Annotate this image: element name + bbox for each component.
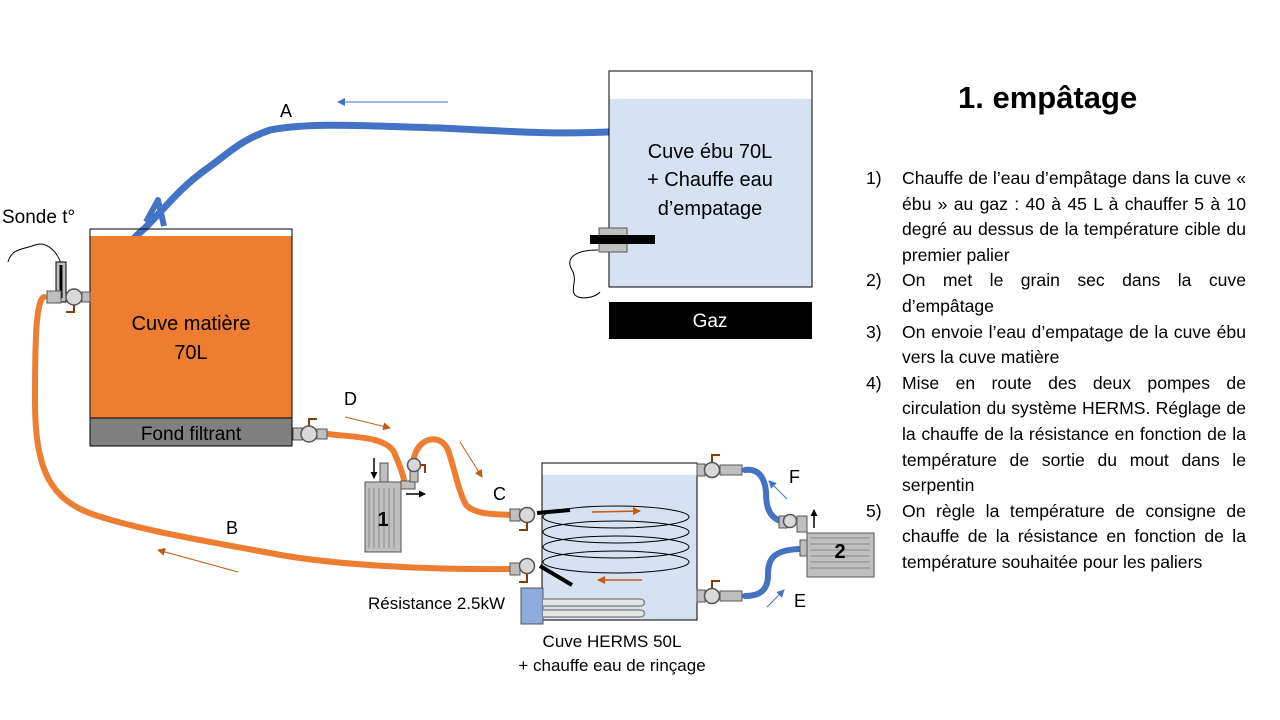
- coil-outlet-lead: [538, 564, 574, 587]
- pipe-a-transfer: [109, 121, 632, 297]
- boil-kettle-label-2: + Chauffe eau: [647, 169, 773, 191]
- step-number: 5): [866, 500, 882, 521]
- pump-2-label: 2: [834, 541, 845, 563]
- herms-label-2: + chauffe eau de rinçage: [518, 656, 705, 675]
- step-number: 1): [866, 168, 882, 188]
- probe-label: Sonde t°: [2, 207, 75, 228]
- kettle-thermometer-probe: [590, 235, 655, 244]
- valve-pump1-out[interactable]: [406, 457, 426, 483]
- pipe-b-return: [31, 294, 515, 573]
- pipe-label-d: D: [344, 389, 357, 409]
- valve-herms-coil-in[interactable]: [509, 506, 536, 531]
- pipe-c-inlet: [411, 436, 516, 518]
- mash-tun-contents: [90, 236, 292, 418]
- step-text: Chauffe de l’eau d’empâtage dans la cuve…: [902, 168, 1246, 265]
- boil-kettle-label-1: Cuve ébu 70L: [648, 141, 773, 163]
- heater-label: Résistance 2.5kW: [368, 594, 505, 613]
- step-text: On met le grain sec dans la cuve d’empât…: [902, 270, 1246, 316]
- pipe-e-herms-in: [742, 546, 803, 599]
- flow-arrow-d: [344, 416, 391, 431]
- probe-cable: [7, 243, 63, 269]
- valve-herms-coil-out[interactable]: [509, 557, 536, 583]
- gas-label: Gaz: [693, 311, 728, 332]
- step-list: 1) Chauffe de l’eau d’empâtage dans la cu…: [866, 166, 1246, 576]
- pump-1-label: 1: [377, 509, 388, 531]
- kettle-thermometer-cable: [569, 249, 601, 299]
- step-number: 4): [866, 372, 882, 393]
- pump-1[interactable]: [364, 462, 416, 553]
- step-item: 2) On met le grain sec dans la cuve d’emp…: [866, 268, 1246, 319]
- pump-2[interactable]: [778, 513, 875, 578]
- filter-label: Fond filtrant: [141, 424, 242, 445]
- herms-coil: [542, 505, 690, 574]
- step-item: 1) Chauffe de l’eau d’empâtage dans la cu…: [866, 166, 1246, 268]
- gas-burner: [609, 302, 812, 339]
- flow-arrow-b: [157, 547, 239, 573]
- flow-arrow-c: [459, 441, 483, 478]
- herms-label-1: Cuve HERMS 50L: [543, 632, 682, 651]
- step-item: 5) On règle la température de consigne de…: [866, 499, 1246, 576]
- valve-mash-outlet[interactable]: [292, 418, 328, 443]
- step-item: 4) Mise en route des deux pompes de circu…: [866, 371, 1246, 499]
- step-text: Mise en route des deux pompes de circula…: [902, 372, 1246, 496]
- coil-inlet-lead: [536, 508, 571, 515]
- pipe-label-e: E: [794, 591, 806, 611]
- pipe-d-outlet: [325, 431, 407, 483]
- step-item: 3) On envoie l’eau d’empatage de la cuve …: [866, 320, 1246, 371]
- mash-tun-label-1: Cuve matière: [132, 313, 251, 335]
- herms-vessel: [541, 462, 698, 621]
- boil-kettle: [608, 70, 813, 288]
- boil-kettle-label-3: d’empatage: [658, 198, 763, 220]
- filter-bottom: [89, 417, 293, 447]
- flow-arrow-e: [766, 589, 785, 608]
- step-text: On envoie l’eau d’empatage de la cuve éb…: [902, 321, 1246, 368]
- heating-element: [520, 587, 646, 625]
- boil-kettle-water: [609, 99, 812, 287]
- slide-title: 1. empâtage: [958, 80, 1138, 115]
- flow-arrow-f: [768, 480, 788, 500]
- pipe-a-arrow: [143, 197, 167, 227]
- valve-mash-inlet[interactable]: [46, 288, 91, 313]
- pipe-f-herms-out: [742, 466, 783, 524]
- herms-water: [542, 475, 697, 620]
- mash-tun-label-2: 70L: [174, 342, 207, 364]
- step-number: 3): [866, 321, 882, 342]
- herms-coil-arrow-top: [591, 507, 641, 516]
- pipe-label-a: A: [280, 101, 292, 121]
- pipe-label-f: F: [789, 467, 800, 487]
- pipe-label-b: B: [226, 518, 238, 538]
- valve-herms-water-out[interactable]: [696, 454, 743, 479]
- valve-herms-water-in[interactable]: [696, 580, 743, 605]
- step-text: On règle la température de consigne de c…: [902, 500, 1246, 572]
- step-number: 2): [866, 270, 882, 291]
- pipe-label-c: C: [493, 484, 506, 504]
